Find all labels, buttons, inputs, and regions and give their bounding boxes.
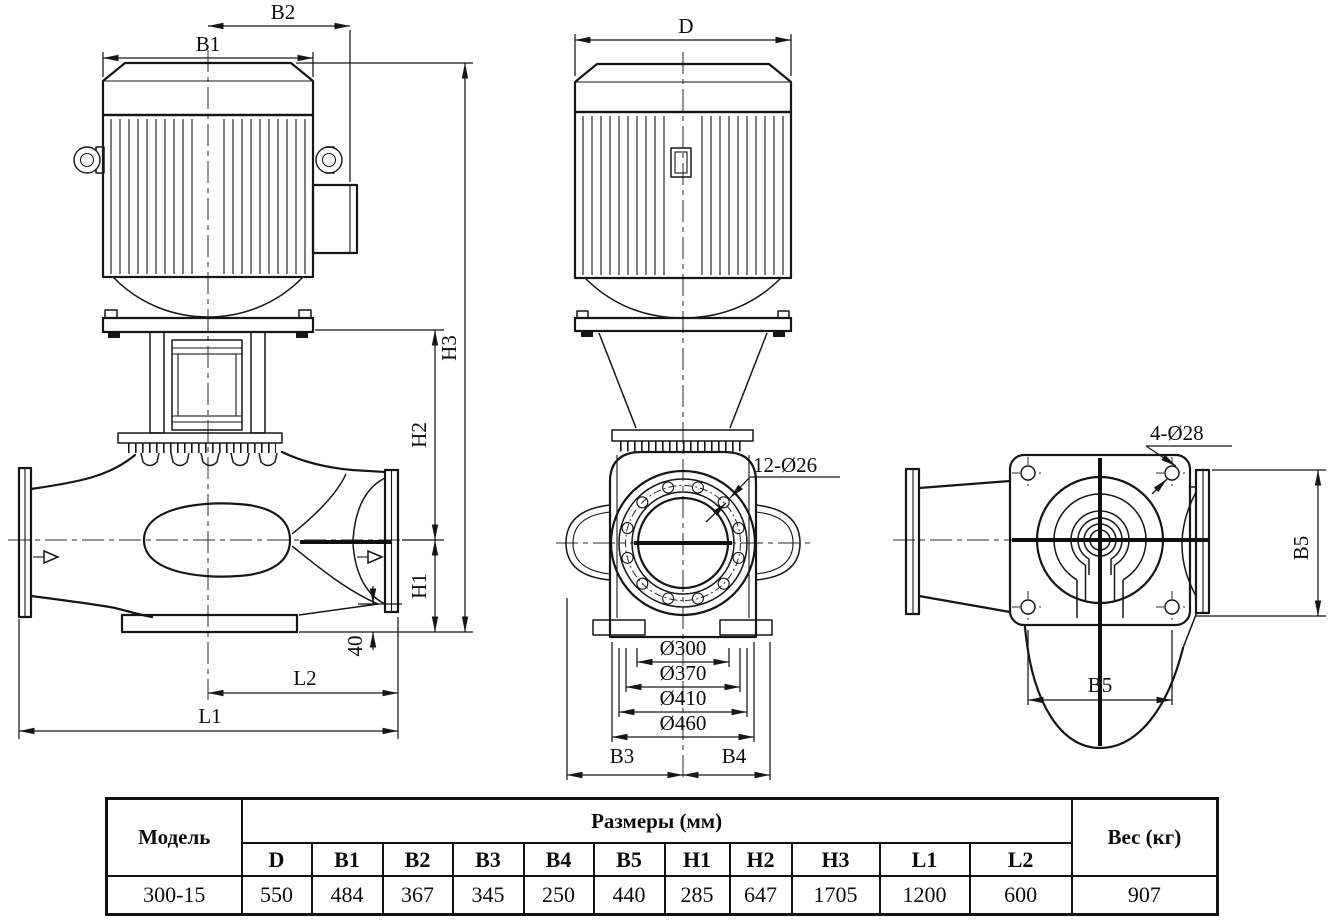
coupling bbox=[171, 339, 243, 431]
col-header-d: D bbox=[240, 842, 313, 877]
front-view-drawing: D 12-Ø26 Ø300 Ø370 Ø410 Ø460 B3 B4 bbox=[556, 14, 840, 782]
table-header-weight: Вес (кг) bbox=[1070, 797, 1219, 877]
volute-contour bbox=[142, 502, 292, 578]
flow-arrow-outlet bbox=[367, 549, 384, 565]
suction-pipe-top bbox=[904, 467, 1012, 616]
cell-b4: 250 bbox=[522, 875, 595, 916]
bolt-circle bbox=[625, 485, 741, 601]
cell-h3: 1705 bbox=[790, 875, 881, 916]
cell-h2: 647 bbox=[728, 875, 793, 916]
pump-foot-left bbox=[592, 619, 646, 636]
col-header-b2: B2 bbox=[381, 842, 454, 877]
col-header-b5: B5 bbox=[592, 842, 666, 877]
top-view-drawing: 4-Ø28 B5 B5 bbox=[893, 421, 1326, 750]
pump-casing-side bbox=[17, 450, 400, 634]
motor-front bbox=[573, 62, 793, 337]
nameplate bbox=[670, 147, 692, 178]
cell-model: 300-15 bbox=[105, 875, 243, 916]
table-header-model: Модель bbox=[105, 797, 243, 877]
lifting-eye-left bbox=[73, 146, 101, 174]
technical-drawing: B2 B1 H3 H2 H1 40 L2 bbox=[8, 0, 1326, 782]
front-view-dimensions: D 12-Ø26 Ø300 Ø370 Ø410 Ø460 B3 B4 bbox=[566, 14, 840, 780]
col-header-h1: H1 bbox=[663, 842, 731, 877]
table-header-dimensions: Размеры (мм) bbox=[240, 797, 1073, 844]
dim-label-b4: B4 bbox=[722, 744, 747, 768]
bolt-note-top: 4-Ø28 bbox=[1150, 421, 1204, 445]
dim-label-dia300: Ø300 bbox=[660, 636, 707, 660]
cell-l2: 600 bbox=[968, 875, 1073, 916]
col-header-l2: L2 bbox=[968, 842, 1073, 877]
bolt-note-front: 12-Ø26 bbox=[753, 453, 817, 477]
col-header-l1: L1 bbox=[878, 842, 971, 877]
dim-label-b5-vertical: B5 bbox=[1289, 536, 1313, 561]
flange-outer-circle bbox=[609, 469, 757, 617]
dim-label-dia460: Ø460 bbox=[660, 711, 707, 735]
dim-label-b1: B1 bbox=[196, 32, 221, 56]
pump-stand-front bbox=[598, 332, 768, 452]
cell-b1: 484 bbox=[310, 875, 384, 916]
motor-base-plate bbox=[573, 316, 793, 333]
pump-stand-side bbox=[117, 331, 283, 467]
dim-label-b5-horizontal: B5 bbox=[1088, 673, 1113, 697]
cell-b3: 345 bbox=[451, 875, 525, 916]
motor-base-plate bbox=[101, 316, 315, 334]
flow-arrow-inlet bbox=[43, 549, 60, 565]
pump-mount-flange bbox=[611, 429, 754, 442]
cell-h1: 285 bbox=[663, 875, 731, 916]
flange-bolt-holes bbox=[621, 481, 745, 605]
plate-bolt-holes bbox=[1012, 457, 1188, 623]
motor-fins bbox=[582, 116, 784, 275]
side-view-drawing: B2 B1 H3 H2 H1 40 L2 bbox=[8, 0, 473, 739]
cell-b5: 440 bbox=[592, 875, 666, 916]
col-header-b4: B4 bbox=[522, 842, 595, 877]
dim-label-h2: H2 bbox=[407, 422, 431, 448]
table-row: 300-15 550 484 367 345 250 440 285 647 1… bbox=[105, 875, 1219, 916]
volute-top bbox=[1012, 458, 1208, 750]
dim-label-l2: L2 bbox=[293, 666, 316, 690]
dim-label-b3: B3 bbox=[610, 744, 635, 768]
dim-label-h1: H1 bbox=[407, 573, 431, 599]
dim-label-dia370: Ø370 bbox=[660, 661, 707, 685]
top-view-dimensions: 4-Ø28 B5 B5 bbox=[1027, 421, 1326, 705]
lifting-eye-right bbox=[315, 146, 343, 174]
col-header-b3: B3 bbox=[451, 842, 525, 877]
cell-b2: 367 bbox=[381, 875, 454, 916]
terminal-box bbox=[311, 183, 359, 255]
col-header-h3: H3 bbox=[790, 842, 881, 877]
cell-l1: 1200 bbox=[878, 875, 971, 916]
motor-side bbox=[73, 61, 359, 338]
dim-label-b2: B2 bbox=[271, 0, 296, 24]
dim-label-dia410: Ø410 bbox=[660, 686, 707, 710]
dim-label-l1: L1 bbox=[198, 704, 221, 728]
pump-casing-front bbox=[565, 450, 801, 639]
dim-label-d: D bbox=[678, 14, 693, 38]
cell-d: 550 bbox=[240, 875, 313, 916]
discharge-pipe-top bbox=[1181, 468, 1211, 615]
col-header-h2: H2 bbox=[728, 842, 793, 877]
dim-label-40: 40 bbox=[343, 636, 367, 657]
col-header-b1: B1 bbox=[310, 842, 384, 877]
dimensions-table: Модель Размеры (мм) Вес (кг) D B1 B2 B3 … bbox=[105, 797, 1220, 916]
side-view-dimensions: B2 B1 H3 H2 H1 40 L2 bbox=[18, 0, 473, 739]
pump-foot-right bbox=[719, 619, 773, 636]
pump-foot bbox=[120, 613, 299, 634]
pump-mount-flange bbox=[117, 432, 283, 444]
cell-weight: 907 bbox=[1070, 875, 1219, 916]
motor-fins bbox=[110, 119, 306, 274]
dim-label-h3: H3 bbox=[437, 335, 461, 361]
